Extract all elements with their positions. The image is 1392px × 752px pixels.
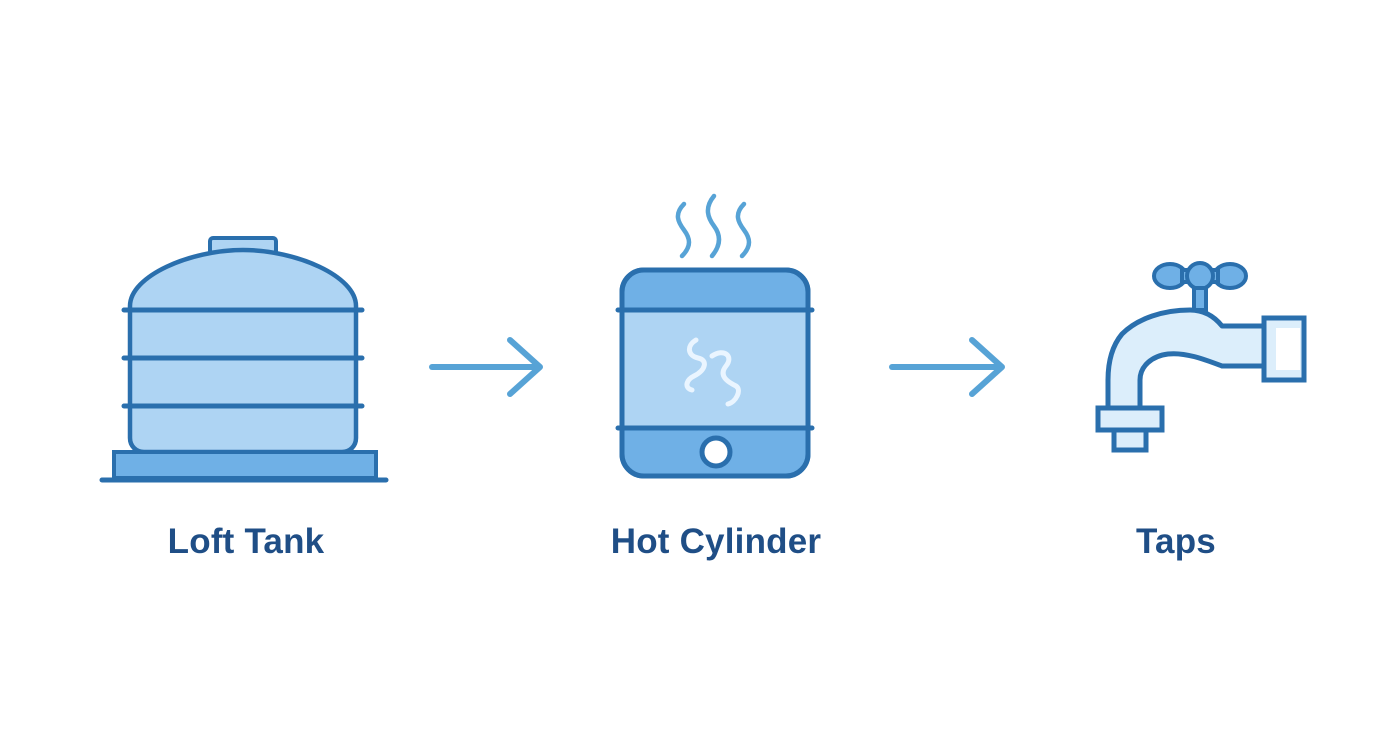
node-label-loft-tank: Loft Tank: [167, 522, 325, 561]
arrow-right-icon: [428, 336, 546, 398]
tap-handle-icon: [1152, 261, 1248, 312]
steam-icon: [675, 193, 752, 259]
arrow-right-icon: [888, 336, 1008, 398]
heat-icon: [684, 337, 741, 407]
tap-icon: [1094, 256, 1310, 456]
node-label-taps: Taps: [1136, 522, 1216, 561]
hot-cylinder-icon: [612, 190, 818, 480]
node-label-hot-cylinder: Hot Cylinder: [610, 522, 822, 561]
tank-icon: [99, 232, 390, 488]
